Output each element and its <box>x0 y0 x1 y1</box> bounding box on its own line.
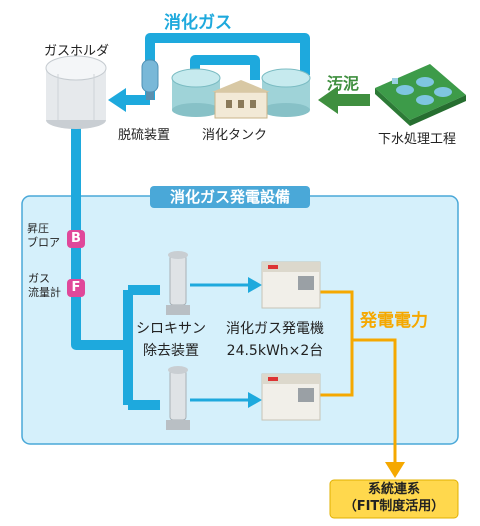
sewage-plant-icon <box>375 64 466 126</box>
generator-2-icon <box>261 373 321 421</box>
label-gas-flowmeter: ガス 流量計 <box>28 272 61 299</box>
arrow-gen2 <box>248 392 262 408</box>
label-digestion-gas-top: 消化ガス <box>164 13 232 33</box>
arrow-to-holder <box>108 88 126 112</box>
label-desulfurizer: 脱硫装置 <box>118 128 171 143</box>
power-lines <box>320 290 397 465</box>
arrow-power <box>385 462 405 478</box>
generator-1-icon <box>261 261 321 309</box>
label-sludge: 汚泥 <box>327 74 360 93</box>
badge-booster: B <box>67 230 85 248</box>
gen-arrows <box>190 283 252 402</box>
label-siloxane-remover: シロキサン 除去装置 <box>136 321 206 359</box>
digestion-tank-icon <box>171 68 311 119</box>
desulfurizer-icon <box>141 59 159 100</box>
label-generated-power: 発電電力 <box>360 311 428 331</box>
sludge-arrow <box>318 86 370 114</box>
siloxane-remover-2 <box>166 366 190 430</box>
gas-holder-icon <box>45 55 107 129</box>
siloxane-remover-1 <box>166 251 190 315</box>
label-digestion-tank: 消化タンク <box>202 128 268 143</box>
label-grid: 系統連系 （FIT制度活用） <box>343 482 445 514</box>
label-sewage-process: 下水処理工程 <box>378 132 457 147</box>
arrow-gen1 <box>248 277 262 293</box>
label-power-facility: 消化ガス発電設備 <box>150 186 310 208</box>
label-gas-holder: ガスホルダ <box>44 44 110 59</box>
label-booster-blower: 昇圧 ブロア <box>27 222 60 249</box>
grid-box <box>329 479 459 519</box>
label-generator: 消化ガス発電機 24.5kWh×2台 <box>226 321 324 359</box>
badge-flowmeter: F <box>67 279 85 297</box>
